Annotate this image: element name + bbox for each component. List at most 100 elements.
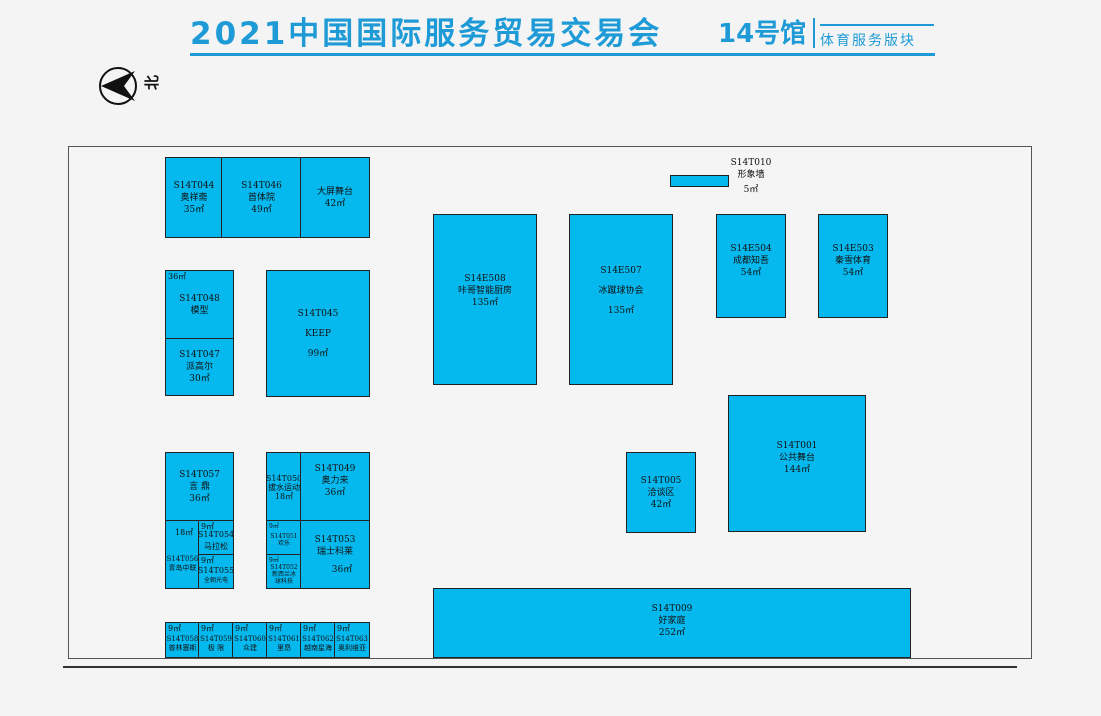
booth-s14t054[interactable]: 9㎡ S14T054 马拉松 (198, 520, 234, 556)
booth-s14t051[interactable]: 9㎡ S14T051 欢乐 (266, 520, 302, 556)
booth-area: 9㎡ (201, 522, 215, 531)
booth-big-screen-stage[interactable]: 大屏舞台 42㎡ (300, 157, 370, 238)
hall-number: 14号馆 (718, 19, 807, 49)
booth-area: 9㎡ (303, 624, 317, 633)
booth-id: S14T049 (314, 464, 356, 474)
booth-name: 好家庭 (658, 616, 686, 626)
booth-id: S14T010 (730, 158, 772, 168)
booth-s14t062[interactable]: 9㎡ S14T062 越南星海 (300, 622, 336, 658)
booth-s14t055[interactable]: 9㎡ S14T055 全朝光电 (198, 554, 234, 589)
booth-name: 越南星海 (304, 644, 332, 652)
booth-area: 9㎡ (269, 624, 283, 633)
booth-name: 咔哥智能厨房 (457, 286, 512, 296)
booth-name: 形象墙 (737, 170, 765, 180)
booth-id: S14T051 (270, 533, 298, 540)
booth-id: S14T044 (173, 180, 215, 191)
booth-area: 18㎡ (274, 491, 294, 501)
booth-s14t060[interactable]: 9㎡ S14T060 众建 (232, 622, 268, 658)
booth-id: S14T063 (336, 635, 368, 643)
booth-s14t063[interactable]: 9㎡ S14T063 奥利维亚 (334, 622, 370, 658)
booth-id: S14T058 (166, 635, 199, 643)
booth-name: 青岛中联 (168, 563, 197, 572)
booth-area: 36㎡ (331, 564, 353, 575)
booth-area: 9㎡ (269, 557, 279, 564)
booth-id: S14T061 (268, 635, 300, 643)
booth-s14t009[interactable]: S14T009 好家庭 252㎡ (433, 588, 911, 658)
booth-s14t001[interactable]: S14T001 公共舞台 144㎡ (728, 395, 866, 532)
booth-id: S14T056 (166, 554, 199, 563)
booth-s14t049[interactable]: S14T049 奥力来 36㎡ (300, 452, 370, 522)
booth-name: 奥利维亚 (338, 644, 366, 652)
booth-s14t010-label: S14T010 形象墙 (716, 157, 786, 181)
booth-name: 奥祥斋 (180, 192, 208, 203)
booth-id: S14T055 (198, 565, 234, 575)
booth-area: 30㎡ (189, 374, 210, 384)
booth-name: 派高尔 (185, 362, 213, 372)
page-title: 2021中国国际服务贸易交易会 (190, 16, 663, 52)
booth-area: 36㎡ (168, 272, 187, 281)
booth-id: S14E507 (600, 266, 642, 276)
booth-area: 9㎡ (201, 556, 215, 565)
booth-id: S14T059 (200, 635, 232, 643)
north-label: 北 (143, 74, 162, 91)
booth-id: S14T053 (314, 534, 356, 545)
booth-s14t053[interactable]: S14T053 瑞士科莱 36㎡ (300, 520, 370, 589)
booth-name: 公共舞台 (778, 453, 815, 463)
booth-s14t046[interactable]: S14T046 首体院 49㎡ (221, 157, 302, 238)
booth-name: 成都知吾 (732, 256, 769, 266)
booth-name: 新西兰冰球科技 (271, 571, 296, 585)
booth-s14t050[interactable]: S14T050 拔水运动 18㎡ (266, 452, 302, 522)
booth-name: 奥力来 (321, 476, 349, 486)
booth-id: S14T045 (297, 308, 339, 319)
booth-name: 极 限 (207, 644, 225, 652)
booth-id: S14T050 (266, 473, 302, 483)
booth-id: S14T048 (179, 294, 220, 304)
booth-name: 模型 (190, 306, 209, 316)
booth-s14e504[interactable]: S14E504 成都知吾 54㎡ (716, 214, 786, 318)
booth-id: S14T057 (179, 470, 220, 480)
booth-name: 欢乐 (277, 540, 290, 547)
compass-icon (99, 67, 137, 105)
booth-s14t059[interactable]: 9㎡ S14T059 极 限 (198, 622, 234, 658)
booth-s14t061[interactable]: 9㎡ S14T061 里昂 (266, 622, 302, 658)
booth-area: 9㎡ (235, 624, 249, 633)
booth-area: 5㎡ (743, 185, 759, 195)
booth-s14t005[interactable]: S14T005 洽谈区 42㎡ (626, 452, 696, 533)
booth-s14e508[interactable]: S14E508 咔哥智能厨房 135㎡ (433, 214, 537, 385)
booth-s14e503[interactable]: S14E503 秦雪体育 54㎡ (818, 214, 888, 318)
booth-s14t010-area: 5㎡ (716, 184, 786, 196)
booth-s14t058[interactable]: 9㎡ S14T058 普林塞斯 (165, 622, 200, 658)
booth-s14t047[interactable]: S14T047 派高尔 30㎡ (165, 338, 234, 396)
booth-name: 首体院 (247, 192, 275, 203)
booth-area: 135㎡ (471, 298, 499, 308)
booth-id: S14E504 (730, 244, 772, 254)
booth-area: 9㎡ (201, 624, 215, 633)
booth-s14t052[interactable]: 9㎡ S14T052 新西兰冰球科技 (266, 554, 302, 589)
booth-id: S14T060 (234, 635, 266, 643)
booth-s14t056[interactable]: 18㎡ S14T056 青岛中联 (165, 520, 200, 589)
booth-area: 144㎡ (783, 465, 811, 475)
header-divider (813, 18, 815, 48)
booth-name: 言 鼎 (189, 482, 210, 492)
booth-area: 9㎡ (269, 523, 279, 530)
booth-name: 全朝光电 (203, 576, 228, 584)
booth-name: 里昂 (277, 644, 291, 652)
booth-s14e507[interactable]: S14E507 冰蹴球协会 135㎡ (569, 214, 673, 385)
booth-area: 9㎡ (337, 624, 351, 633)
booth-id: S14T005 (640, 475, 682, 486)
booth-name: 冰蹴球协会 (598, 286, 644, 296)
booth-area: 36㎡ (324, 488, 346, 498)
booth-area: 49㎡ (251, 204, 272, 215)
booth-area: 42㎡ (650, 499, 672, 510)
booth-s14t044[interactable]: S14T044 奥祥斋 35㎡ (165, 157, 223, 238)
booth-s14t048[interactable]: 36㎡ S14T048 模型 (165, 270, 234, 340)
floor-baseline (63, 666, 1017, 668)
booth-area: 42㎡ (324, 198, 346, 209)
booth-s14t045[interactable]: S14T045 KEEP 99㎡ (266, 270, 370, 397)
booth-name: 秦雪体育 (834, 256, 871, 266)
booth-s14t010[interactable] (670, 175, 729, 187)
booth-s14t057[interactable]: S14T057 言 鼎 36㎡ (165, 452, 234, 522)
booth-name: 马拉松 (204, 542, 228, 551)
booth-area: 54㎡ (842, 268, 864, 278)
booth-name: 众建 (243, 644, 257, 652)
